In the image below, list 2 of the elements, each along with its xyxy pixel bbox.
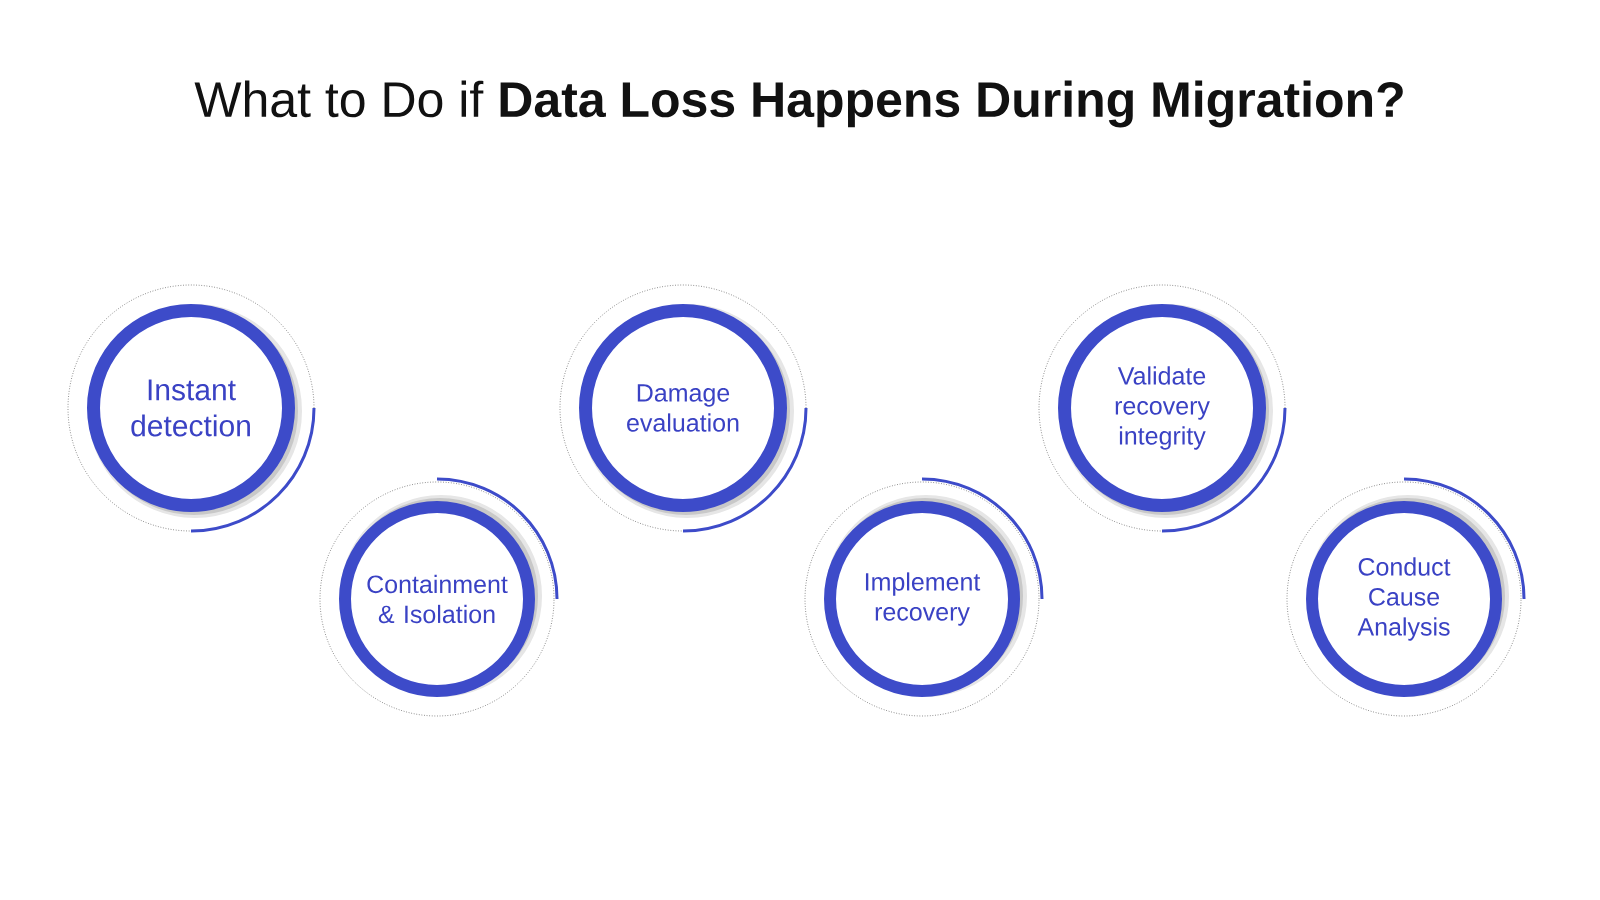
title: What to Do if Data Loss Happens During Migration? bbox=[194, 80, 1403, 128]
node-label: Conduct Cause Analysis bbox=[1357, 557, 1451, 641]
